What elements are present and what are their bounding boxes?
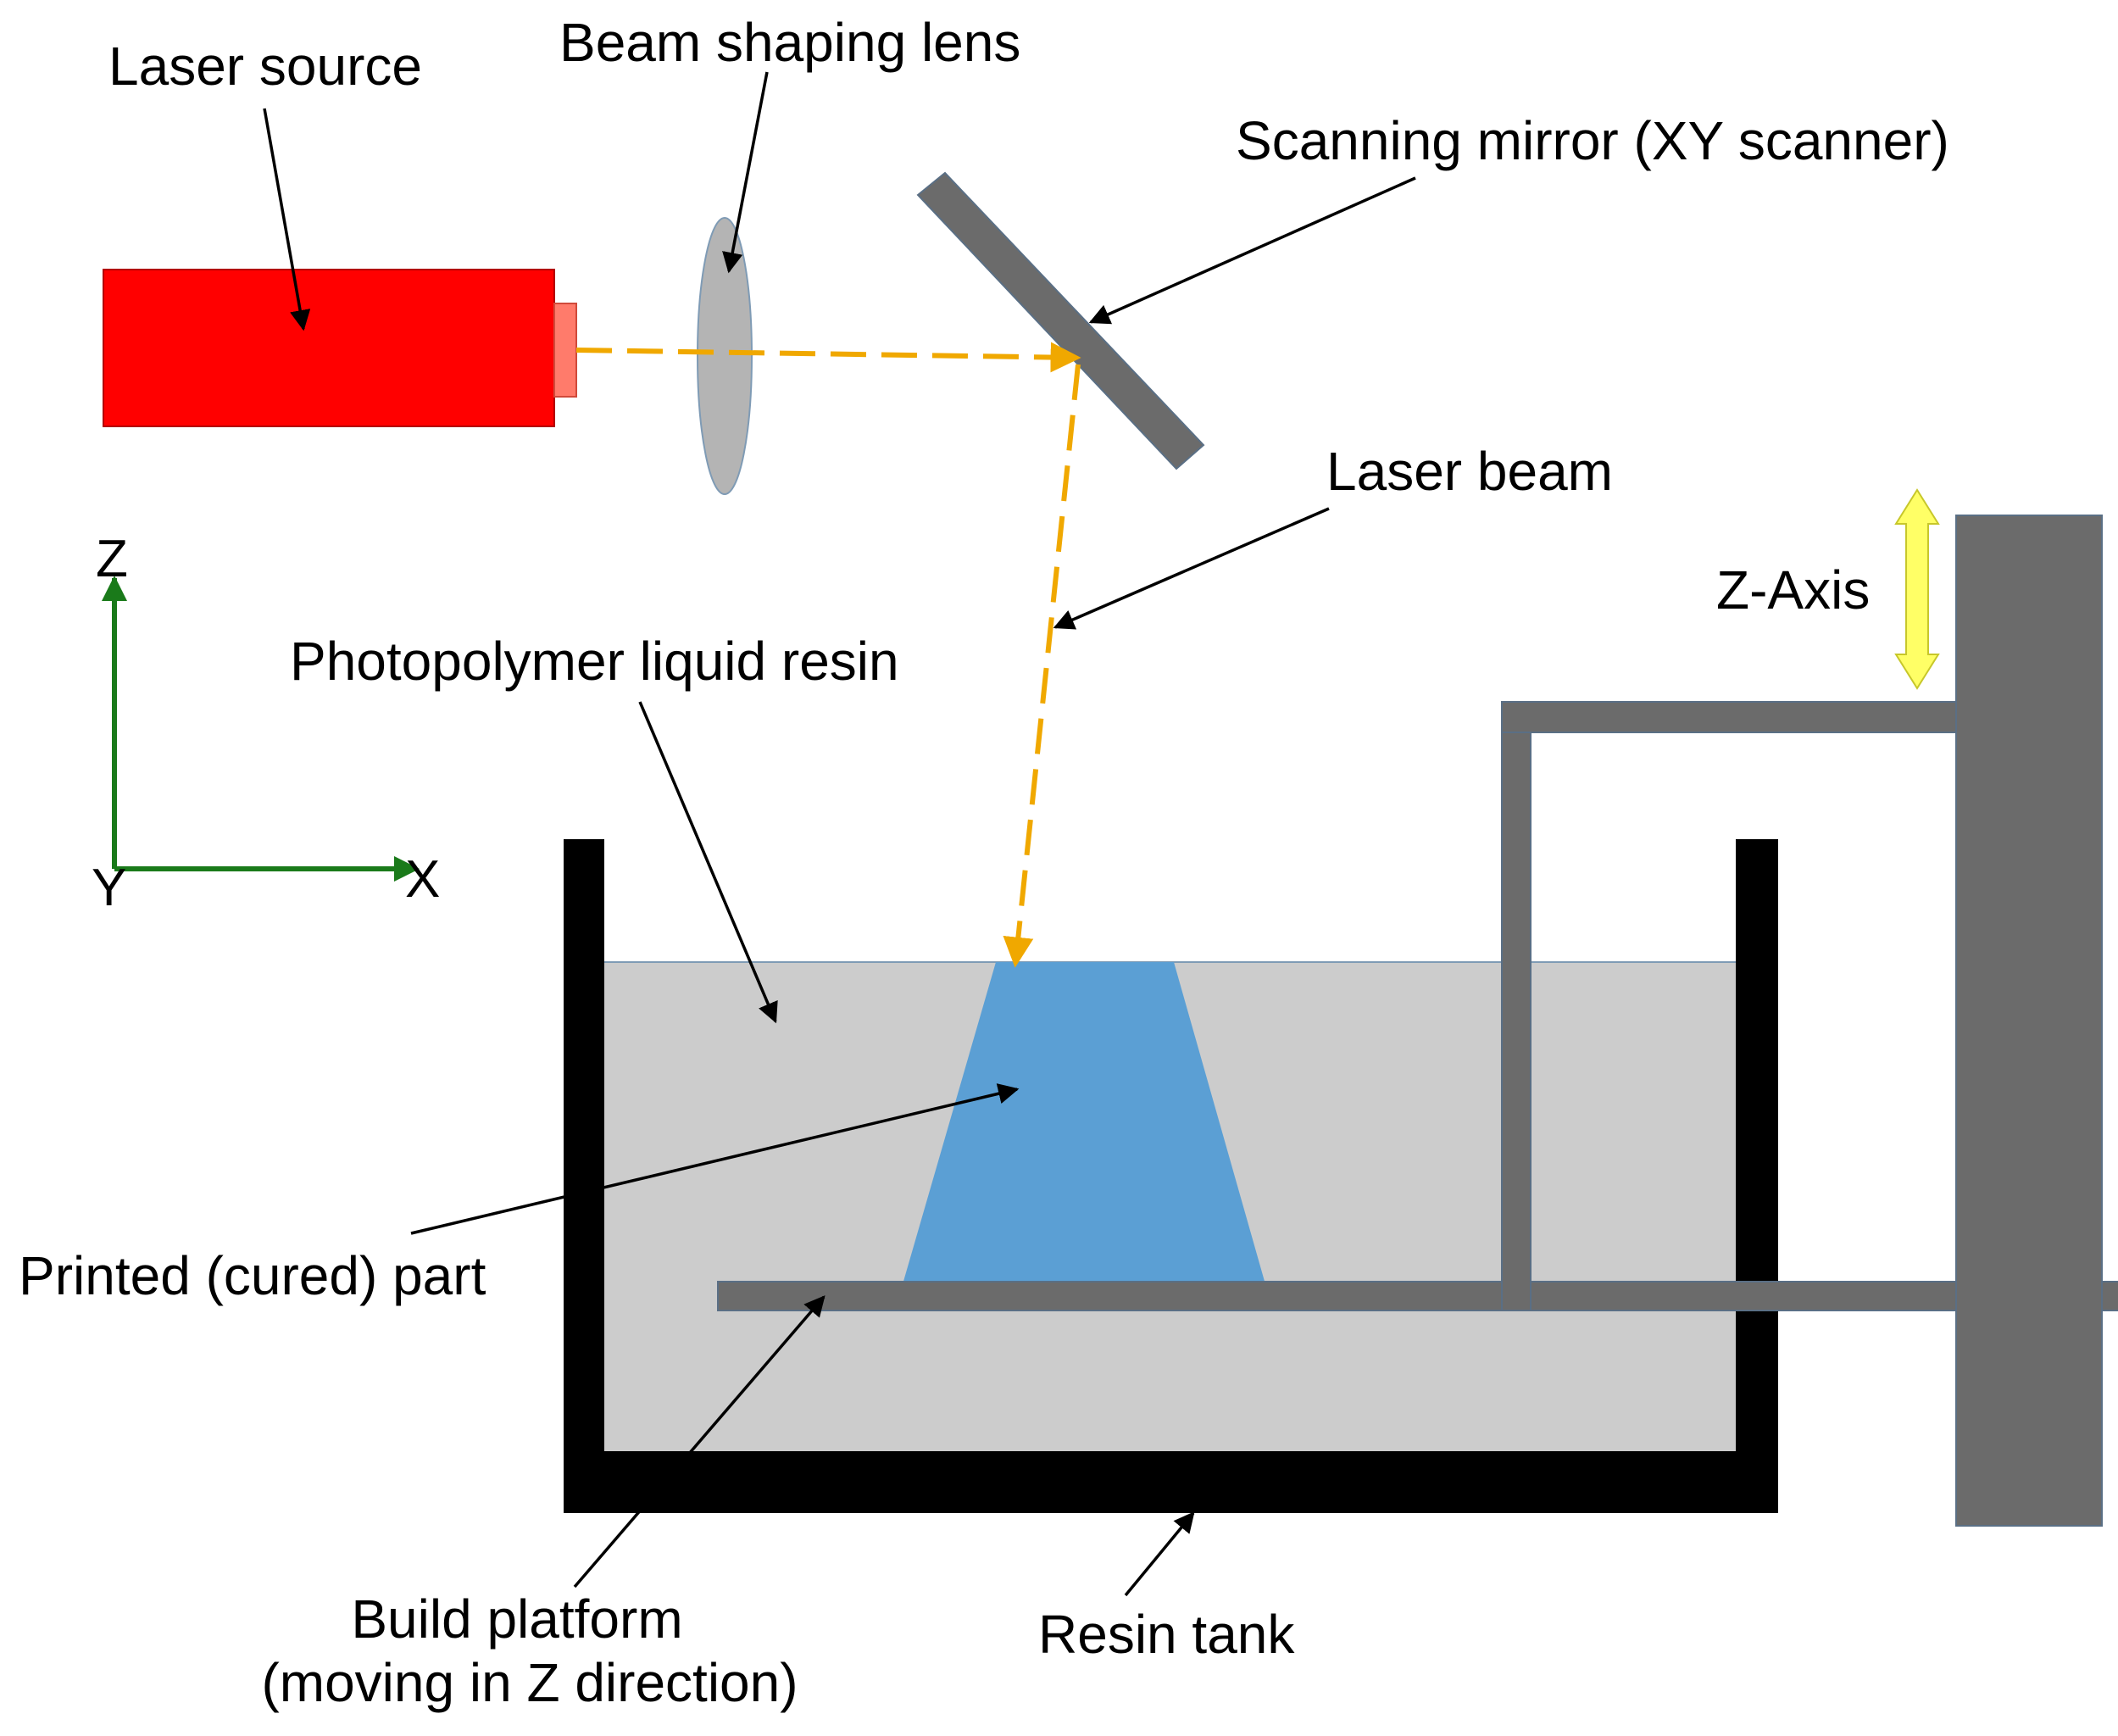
leader-laser-beam — [1053, 507, 1330, 630]
z-axis-arrow — [1894, 488, 1940, 690]
laser-beam-horizontal — [575, 342, 1081, 373]
axis-label-z: Z — [96, 530, 128, 588]
label-z-axis: Z-Axis — [1716, 559, 1870, 620]
tank-right-wall — [1736, 839, 1778, 1513]
label-printed-part: Printed (cured) part — [19, 1245, 486, 1306]
laser-aperture — [553, 303, 577, 398]
axis-label-x: X — [405, 850, 440, 909]
printed-part — [903, 962, 1265, 1284]
laser-beam-vertical — [1003, 364, 1081, 968]
label-scanning-mirror: Scanning mirror (XY scanner) — [1236, 110, 1949, 171]
platform-horizontal-arm — [1501, 701, 1959, 733]
axis-label-y: Y — [92, 859, 126, 917]
tank-bottom — [604, 1451, 1736, 1513]
tank-left-wall — [564, 839, 604, 1513]
label-resin-tank: Resin tank — [1038, 1604, 1295, 1665]
platform-vertical-arm — [1501, 701, 1532, 1311]
label-build-platform-line2: (moving in Z direction) — [261, 1652, 798, 1713]
leader-scanning-mirror — [1088, 176, 1416, 325]
leader-beam-shaping-lens — [722, 71, 769, 274]
leader-photopolymer-resin — [638, 701, 778, 1024]
leader-laser-source — [263, 108, 311, 331]
leader-printed-part — [410, 1083, 1020, 1235]
laser-source — [103, 269, 555, 427]
label-build-platform-line1: Build platform — [351, 1589, 682, 1650]
build-platform — [717, 1281, 2118, 1311]
label-photopolymer-resin: Photopolymer liquid resin — [290, 631, 899, 692]
scanning-mirror — [916, 171, 1205, 470]
beam-shaping-lens — [697, 217, 753, 495]
leader-resin-tank — [1124, 1511, 1195, 1597]
label-laser-beam: Laser beam — [1326, 441, 1613, 502]
leader-build-platform — [573, 1295, 826, 1589]
label-laser-source: Laser source — [108, 36, 422, 97]
z-column — [1955, 515, 2103, 1527]
label-beam-shaping-lens: Beam shaping lens — [559, 12, 1020, 73]
